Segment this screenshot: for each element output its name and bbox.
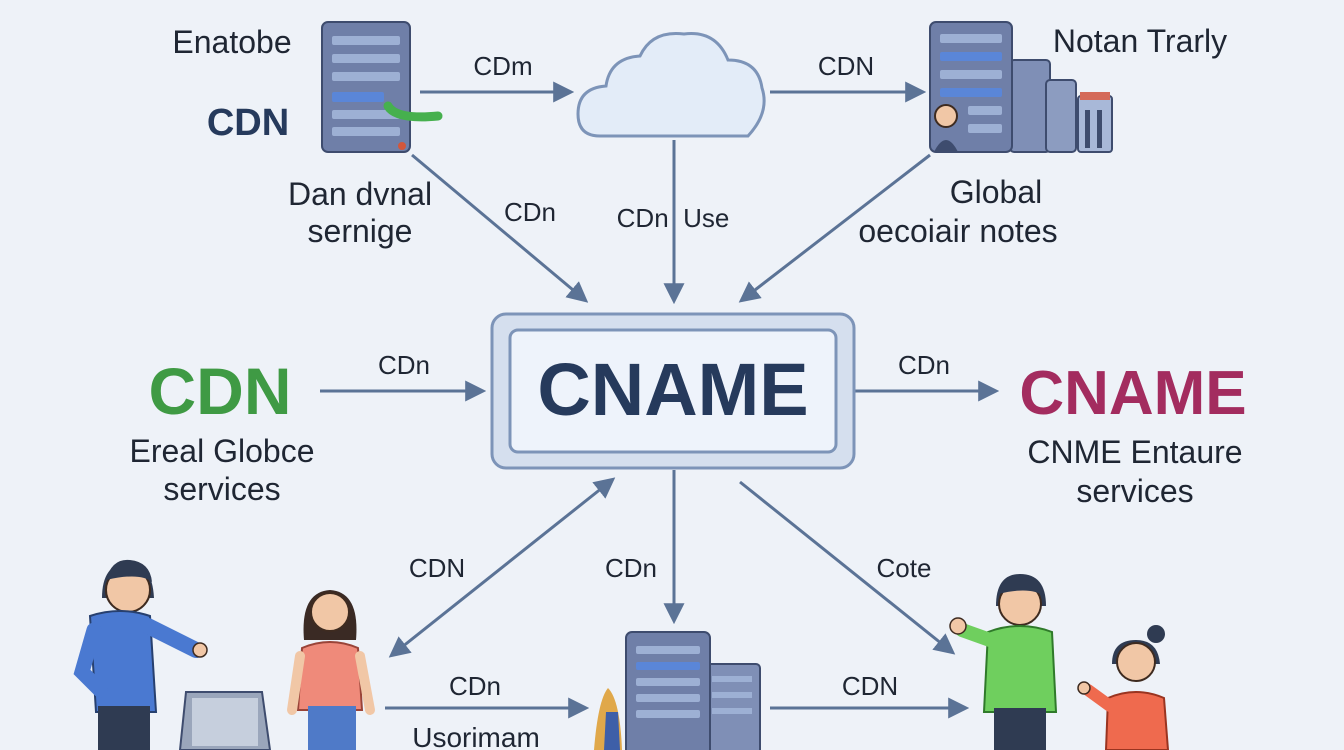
person-icon-woman <box>287 590 375 750</box>
edge-label-cloud-to-center: CDn Use <box>617 203 730 233</box>
top-right-caption-line2: oecoiair notes <box>858 213 1057 249</box>
edge-label-center-to-bottom-left: CDN <box>409 553 465 583</box>
top-right-title: Notan Trarly <box>1053 23 1227 59</box>
server-rack-bottom <box>594 631 761 750</box>
top-left-caption-line2: sernige <box>308 213 413 249</box>
edge-label-server-to-bottom-right: CDN <box>842 671 898 701</box>
bottom-caption: Usorimam <box>412 722 540 750</box>
top-right-caption-line1: Global <box>950 174 1043 210</box>
edge-label-left-to-center: CDn <box>378 350 430 380</box>
arrows <box>320 81 1000 719</box>
edge-label-center-to-bottom-right: Cote <box>877 553 932 583</box>
left-caption-line1: Ereal Globce <box>130 433 315 469</box>
arrow-center-to-bottom-right <box>739 480 956 655</box>
edge-label-center-to-bottom-server: CDn <box>605 553 657 583</box>
arrow-top-left-to-center <box>411 153 589 303</box>
server-icon <box>321 21 443 153</box>
edge-label-bottom-left-to-server: CDn <box>449 671 501 701</box>
cloud-icon <box>576 31 766 138</box>
arrow-top-right-to-center <box>738 153 931 303</box>
right-caption-line1: CNME Entaure <box>1027 434 1242 470</box>
edge-label-cloud-to-top-right: CDN <box>818 51 874 81</box>
right-caption-line2: services <box>1076 473 1193 509</box>
edge-label-top-left-to-cloud: CDm <box>473 51 532 81</box>
edge-label-top-left-to-center: CDn <box>504 197 556 227</box>
center-label: CNAME <box>537 348 808 431</box>
top-left-subtitle: CDN <box>207 102 289 144</box>
person-icon-man-waving <box>949 574 1058 750</box>
top-left-caption-line1: Dan dvnal <box>288 176 432 212</box>
center-cname-box <box>490 312 856 470</box>
laptop-icon <box>178 691 272 750</box>
right-title: CNAME <box>1019 359 1246 428</box>
server-rack-top-right <box>929 21 1113 153</box>
arrow-center-bottom-left <box>388 477 616 658</box>
top-left-title: Enatobe <box>172 24 291 60</box>
person-icon-child <box>1077 625 1170 750</box>
left-caption-line2: services <box>163 471 280 507</box>
left-title: CDN <box>149 354 292 428</box>
labels: Enatobe CDN Dan dvnal sernige Notan Trar… <box>130 23 1247 750</box>
edge-label-center-to-right: CDn <box>898 350 950 380</box>
person-icon-man-pointing <box>73 559 208 750</box>
